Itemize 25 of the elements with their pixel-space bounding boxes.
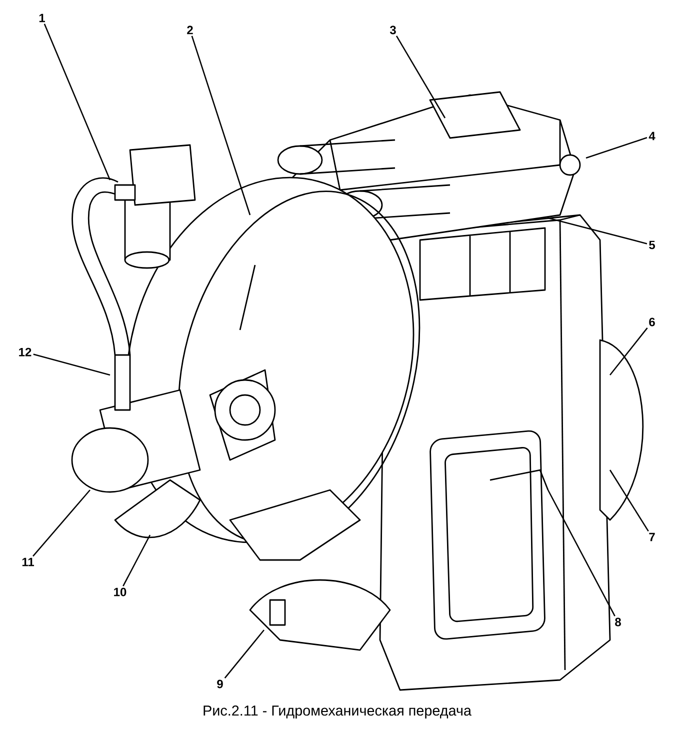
- leader-line: [32, 490, 90, 557]
- callout-number: 1: [39, 14, 45, 22]
- callout-number: 2: [187, 26, 193, 34]
- callout-number: 10: [114, 588, 126, 596]
- leader-line: [224, 630, 264, 678]
- callout-number: 11: [22, 558, 34, 566]
- figure-caption: Рис.2.11 - Гидромеханическая передача: [204, 706, 472, 719]
- leader-line: [547, 490, 616, 616]
- callout-number: 3: [390, 26, 396, 34]
- leader-line: [44, 24, 111, 180]
- callout-number: 8: [615, 618, 621, 626]
- callout-number: 12: [19, 348, 32, 356]
- callout-number: 6: [649, 318, 655, 326]
- leader-line: [609, 470, 649, 532]
- leader-line: [396, 36, 446, 118]
- callout-number: 4: [648, 132, 656, 140]
- leader-line: [191, 36, 251, 216]
- callout-number: 7: [649, 532, 655, 542]
- leader-line: [548, 217, 648, 244]
- leader-line: [122, 534, 151, 586]
- leader-line: [610, 328, 648, 376]
- callout-number: 5: [649, 240, 655, 250]
- leader-line: [586, 137, 648, 159]
- callout-number: 9: [217, 680, 223, 688]
- leader-line: [33, 354, 110, 376]
